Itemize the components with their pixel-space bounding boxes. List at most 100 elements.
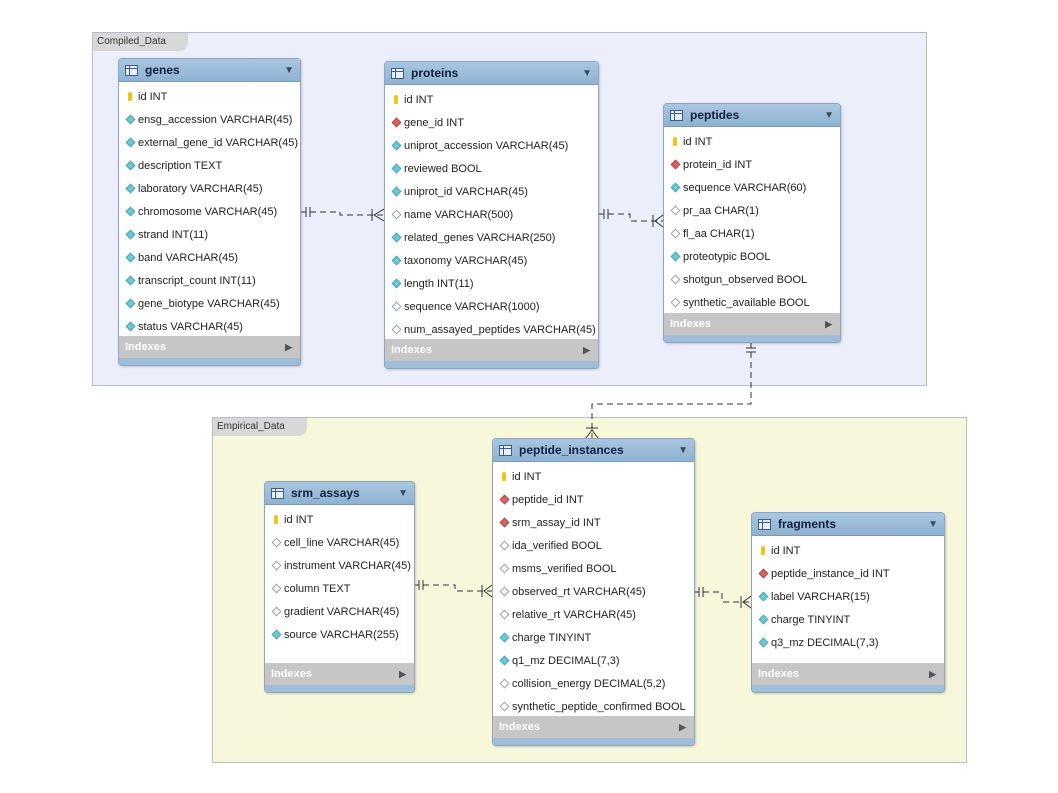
column-row[interactable]: gradient VARCHAR(45) [265,600,414,623]
expand-arrow-icon[interactable]: ▶ [285,341,292,352]
table-srm-assays[interactable]: srm_assays▼id INT cell_line VARCHAR(45) in… [264,481,415,693]
dropdown-arrow-icon[interactable]: ▼ [824,109,834,121]
column-row[interactable]: reviewed BOOL [385,157,598,180]
column-row[interactable]: charge TINYINT [493,626,694,649]
column-row[interactable]: protein_id INT [664,153,840,176]
not-null-column-icon [125,275,135,286]
column-label: charge TINYINT [771,613,851,626]
column-row[interactable]: strand INT(11) [119,223,300,246]
column-label: sequence VARCHAR(1000) [404,300,540,313]
column-row[interactable]: uniprot_accession VARCHAR(45) [385,134,598,157]
column-row[interactable]: external_gene_id VARCHAR(45) [119,131,300,154]
column-row[interactable]: proteotypic BOOL [664,245,840,268]
nullable-column-icon [670,297,680,308]
column-row[interactable]: instrument VARCHAR(45) [265,554,414,577]
column-label: cell_line VARCHAR(45) [284,536,400,549]
column-row[interactable]: label VARCHAR(15) [752,585,944,608]
rel-instances-many-mark [585,427,599,439]
column-row[interactable]: synthetic_peptide_confirmed BOOL [493,695,694,718]
column-row[interactable]: id INT [664,130,840,153]
indexes-bar[interactable]: Indexes▶ [752,663,944,685]
column-row[interactable]: collision_energy DECIMAL(5,2) [493,672,694,695]
dropdown-arrow-icon[interactable]: ▼ [398,487,408,499]
indexes-bar[interactable]: Indexes▶ [493,716,694,738]
table-header[interactable]: peptide_instances▼ [493,439,694,462]
expand-arrow-icon[interactable]: ▶ [679,721,686,732]
column-row[interactable]: gene_biotype VARCHAR(45) [119,292,300,315]
column-label: observed_rt VARCHAR(45) [512,585,646,598]
indexes-bar[interactable]: Indexes▶ [119,336,300,358]
table-peptide-instances[interactable]: peptide_instances▼id INT peptide_id INT sr… [492,438,695,746]
table-header[interactable]: srm_assays▼ [265,482,414,505]
column-row[interactable]: id INT [265,508,414,531]
dropdown-arrow-icon[interactable]: ▼ [284,64,294,76]
indexes-bar[interactable]: Indexes ▶ [265,663,414,685]
column-label: fl_aa CHAR(1) [683,227,755,240]
table-footer [385,361,598,368]
column-row[interactable]: status VARCHAR(45) [119,315,300,338]
column-row[interactable]: srm_assay_id INT [493,511,694,534]
nullable-column-icon [271,606,281,617]
dropdown-arrow-icon[interactable]: ▼ [928,518,938,530]
column-row[interactable]: q3_mz DECIMAL(7,3) [752,631,944,654]
indexes-label: Indexes [271,668,312,680]
table-header[interactable]: genes▼ [119,59,300,82]
column-row[interactable]: related_genes VARCHAR(250) [385,226,598,249]
column-row[interactable]: id INT [119,85,300,108]
table-header[interactable]: peptides▼ [664,104,840,127]
column-label: id INT [771,544,801,557]
column-row[interactable]: fl_aa CHAR(1) [664,222,840,245]
expand-arrow-icon[interactable]: ▶ [825,318,832,329]
column-row[interactable]: peptide_instance_id INT [752,562,944,585]
column-row[interactable]: relative_rt VARCHAR(45) [493,603,694,626]
column-row[interactable]: num_assayed_peptides VARCHAR(45) [385,318,598,341]
column-row[interactable]: ida_verified BOOL [493,534,694,557]
column-row[interactable]: ensg_accession VARCHAR(45) [119,108,300,131]
indexes-bar[interactable]: Indexes▶ [385,339,598,361]
table-header[interactable]: fragments▼ [752,513,944,536]
dropdown-arrow-icon[interactable]: ▼ [678,444,688,456]
column-row[interactable]: source VARCHAR(255) [265,623,414,646]
expand-arrow-icon[interactable]: ▶ [399,668,406,679]
column-row[interactable]: sequence VARCHAR(1000) [385,295,598,318]
column-row[interactable]: length INT(11) [385,272,598,295]
expand-arrow-icon[interactable]: ▶ [929,668,936,679]
column-row[interactable]: id INT [752,539,944,562]
column-row[interactable]: column TEXT [265,577,414,600]
column-row[interactable]: chromosome VARCHAR(45) [119,200,300,223]
column-row[interactable]: sequence VARCHAR(60) [664,176,840,199]
expand-arrow-icon[interactable]: ▶ [583,344,590,355]
column-row[interactable]: name VARCHAR(500) [385,203,598,226]
column-row[interactable]: observed_rt VARCHAR(45) [493,580,694,603]
column-row[interactable]: taxonomy VARCHAR(45) [385,249,598,272]
indexes-bar[interactable]: Indexes▶ [664,313,840,335]
rel-proteins-peptides [598,213,663,222]
column-row[interactable]: id INT [385,88,598,111]
column-row[interactable]: pr_aa CHAR(1) [664,199,840,222]
table-header[interactable]: proteins▼ [385,62,598,85]
column-row[interactable]: q1_mz DECIMAL(7,3) [493,649,694,672]
column-row[interactable]: peptide_id INT [493,488,694,511]
column-row[interactable]: transcript_count INT(11) [119,269,300,292]
dropdown-arrow-icon[interactable]: ▼ [582,67,592,79]
column-row[interactable]: synthetic_available BOOL [664,291,840,314]
column-row[interactable]: gene_id INT [385,111,598,134]
column-row[interactable]: charge TINYINT [752,608,944,631]
column-row[interactable]: id INT [493,465,694,488]
column-row[interactable]: laboratory VARCHAR(45) [119,177,300,200]
column-row[interactable]: msms_verified BOOL [493,557,694,580]
column-row[interactable]: band VARCHAR(45) [119,246,300,269]
column-row[interactable]: cell_line VARCHAR(45) [265,531,414,554]
nullable-column-icon [391,209,401,220]
column-row[interactable]: shotgun_observed BOOL [664,268,840,291]
not-null-column-icon [499,655,509,666]
table-icon [758,518,771,530]
column-row[interactable]: uniprot_id VARCHAR(45) [385,180,598,203]
column-label: peptide_id INT [512,493,584,506]
column-row[interactable]: description TEXT [119,154,300,177]
